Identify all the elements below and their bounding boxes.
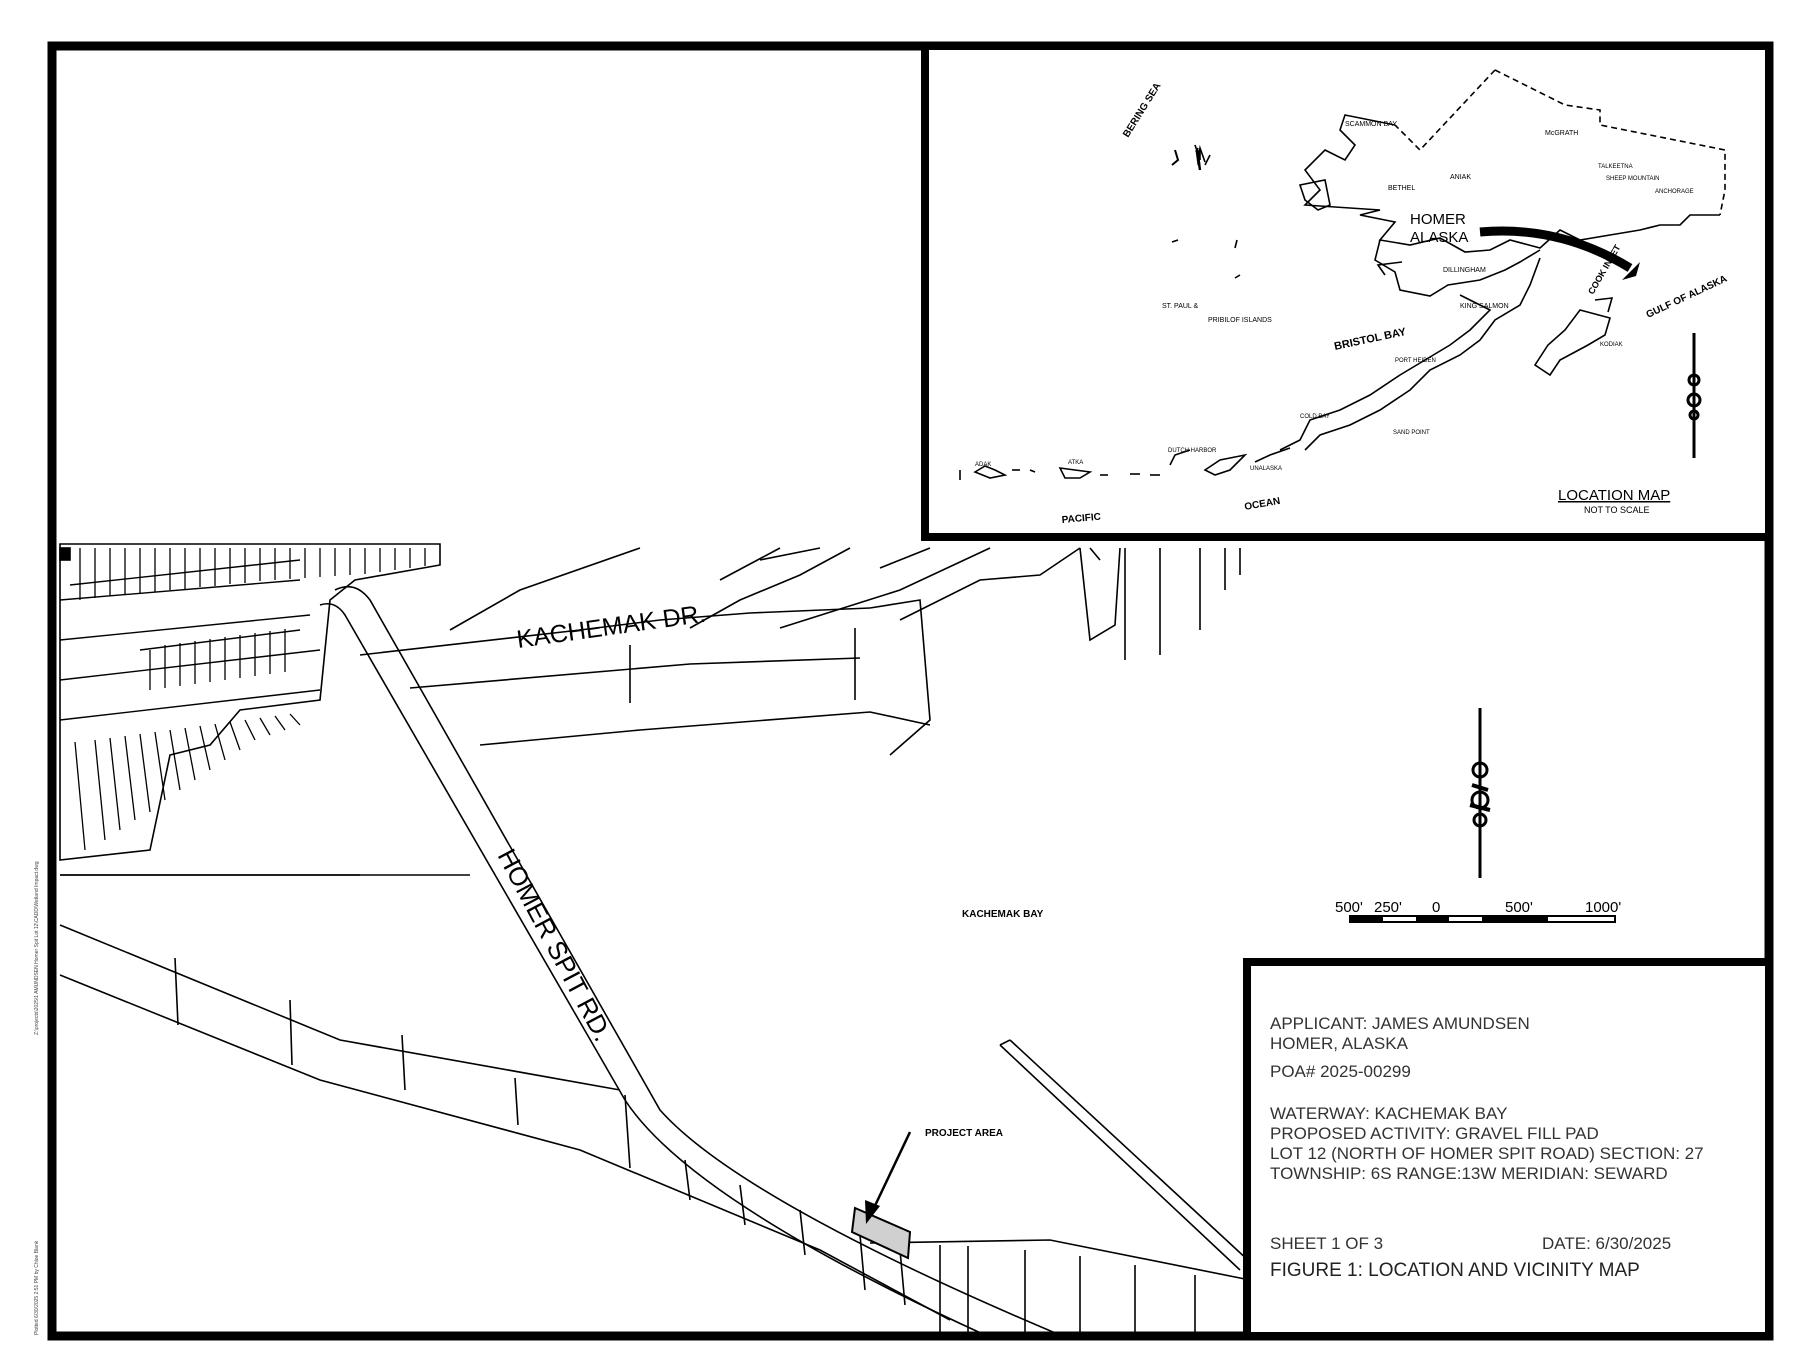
scale-tick-1: 250' [1374, 899, 1402, 916]
inset-title: LOCATION MAP [1558, 487, 1670, 504]
inset-place-dutch-harbor: DUTCH HARBOR [1168, 448, 1217, 454]
figure-title: FIGURE 1: LOCATION AND VICINITY MAP [1270, 1260, 1640, 1281]
kachemak-dr-label: KACHEMAK DR. [515, 600, 707, 654]
title-block: APPLICANT: JAMES AMUNDSEN HOMER, ALASKA … [1270, 1014, 1750, 1281]
inset-north-arrow-icon [1686, 333, 1702, 458]
inset-place-pribilof: PRIBILOF ISLANDS [1208, 317, 1272, 324]
inset-place-sheep-mountain: SHEEP MOUNTAIN [1606, 176, 1659, 182]
inset-place-talkeetna: TALKEETNA [1598, 164, 1633, 170]
inset-place-king-salmon: KING SALMON [1460, 303, 1509, 310]
applicant-line: APPLICANT: JAMES AMUNDSEN [1270, 1014, 1530, 1033]
inset-place-adak: ADAK [975, 462, 991, 468]
homer-pointer-arrow [1479, 226, 1633, 272]
location-line: HOMER, ALASKA [1270, 1034, 1408, 1053]
kachemak-bay-label: KACHEMAK BAY [962, 909, 1044, 920]
inset-homer-label: HOMER [1410, 211, 1466, 228]
inset-place-atka: ATKA [1068, 460, 1083, 466]
inset-place-anchorage: ANCHORAGE [1655, 189, 1694, 195]
scale-tick-3: 500' [1505, 899, 1533, 916]
scale-tick-0: 500' [1335, 899, 1363, 916]
inset-place-aniak: ANIAK [1450, 174, 1471, 181]
poa-line: POA# 2025-00299 [1270, 1062, 1411, 1081]
inset-place-scammon-bay: SCAMMON BAY [1345, 121, 1397, 128]
title-block-frame [1243, 958, 1773, 1340]
inset-place-cold-bay: COLD BAY [1300, 414, 1330, 420]
parcel-lines [59, 543, 1251, 1336]
lot-line: LOT 12 (NORTH OF HOMER SPIT ROAD) SECTIO… [1270, 1144, 1704, 1163]
inset-subtitle: NOT TO SCALE [1584, 505, 1650, 515]
scale-bar: 500' 250' 0 500' 1000' [1335, 899, 1621, 923]
plot-stamp: Plotted 6/30/2025 2:51 PM by Chloe Blank [34, 1240, 40, 1335]
scale-tick-4: 1000' [1585, 899, 1621, 916]
inset-map-frame [921, 42, 1773, 541]
north-arrow-icon [1469, 708, 1491, 878]
inset-place-sand-point: SAND POINT [1393, 430, 1430, 436]
waterway-line: WATERWAY: KACHEMAK BAY [1270, 1104, 1508, 1123]
scale-tick-2: 0 [1432, 899, 1440, 916]
project-area-leader [870, 1131, 912, 1213]
township-line: TOWNSHIP: 6S RANGE:13W MERIDIAN: SEWARD [1270, 1164, 1668, 1183]
sheet-date: DATE: 6/30/2025 [1542, 1234, 1672, 1253]
inset-place-bethel: BETHEL [1388, 185, 1415, 192]
alaska-outline [959, 69, 1726, 480]
inset-place-dillingham: DILLINGHAM [1443, 267, 1486, 274]
inset-place-st-paul: ST. PAUL & [1162, 303, 1199, 310]
inset-place-unalaska: UNALASKA [1250, 466, 1282, 472]
inset-place-mcgrath: McGRATH [1545, 130, 1578, 137]
file-path-stamp: Z:\projects\2025\1 AMUNDSEN Homer Spit L… [34, 861, 40, 1035]
inset-place-pacific: PACIFIC [1061, 512, 1101, 526]
inset-place-port-heiden: PORT HEIDEN [1395, 358, 1436, 364]
sheet-number: SHEET 1 OF 3 [1270, 1234, 1384, 1253]
project-area-arrowhead [865, 1200, 880, 1224]
activity-line: PROPOSED ACTIVITY: GRAVEL FILL PAD [1270, 1124, 1599, 1143]
project-area-label: PROJECT AREA [925, 1128, 1003, 1139]
inset-alaska-label: ALASKA [1410, 229, 1468, 246]
inset-place-kodiak: KODIAK [1600, 342, 1623, 348]
sheet-border [47, 41, 1774, 1341]
homer-spit-rd-label: HOMER SPIT RD. [492, 844, 619, 1046]
